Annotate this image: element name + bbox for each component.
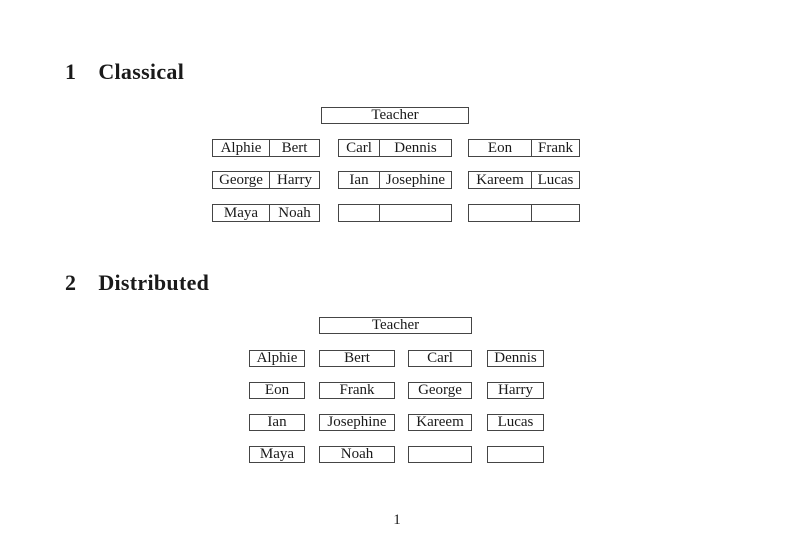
seat-box: Harry — [487, 382, 544, 399]
teacher-label: Teacher — [371, 107, 419, 123]
desk-box: Eon Frank — [468, 139, 580, 157]
seat-cell: Maya — [213, 205, 270, 221]
seat-box: Noah — [319, 446, 395, 463]
seat-cell: Noah — [278, 205, 311, 221]
seat-cell: Alphie — [213, 140, 270, 156]
seat-cell: Kareem — [469, 172, 532, 188]
seat-cell — [339, 205, 380, 221]
section-heading-classical: 1 Classical — [65, 59, 184, 85]
desk-box — [338, 204, 452, 222]
seat-cell: Frank — [538, 140, 573, 156]
seat-cell: Carl — [339, 140, 380, 156]
seat-cell: Dennis — [394, 140, 437, 156]
seat-cell: George — [213, 172, 270, 188]
seat-cell: Bert — [281, 140, 308, 156]
seat-cell — [380, 205, 451, 221]
page-number: 1 — [393, 512, 401, 528]
seat-box: Carl — [408, 350, 472, 367]
seat-box: Maya — [249, 446, 305, 463]
seat-box: Josephine — [319, 414, 395, 431]
seat-box — [487, 446, 544, 463]
seat-cell: Harry — [277, 172, 312, 188]
desk-box — [468, 204, 580, 222]
seat-cell: Ian — [339, 172, 380, 188]
desk-box: Maya Noah — [212, 204, 320, 222]
seat-box: Kareem — [408, 414, 472, 431]
desk-box: Alphie Bert — [212, 139, 320, 157]
seat-box: Ian — [249, 414, 305, 431]
seat-cell: Eon — [469, 140, 532, 156]
teacher-box: Teacher — [321, 107, 469, 124]
section-heading-distributed: 2 Distributed — [65, 270, 209, 296]
seat-box — [408, 446, 472, 463]
desk-box: Ian Josephine — [338, 171, 452, 189]
seat-box: George — [408, 382, 472, 399]
desk-box: Carl Dennis — [338, 139, 452, 157]
desk-box: Kareem Lucas — [468, 171, 580, 189]
seat-box: Frank — [319, 382, 395, 399]
section-number: 1 — [65, 59, 77, 84]
teacher-label: Teacher — [371, 317, 420, 333]
seat-box: Bert — [319, 350, 395, 367]
section-title: Classical — [98, 59, 185, 84]
seat-box: Alphie — [249, 350, 305, 367]
seat-box: Eon — [249, 382, 305, 399]
seat-cell — [532, 205, 579, 221]
seat-box: Lucas — [487, 414, 544, 431]
seat-box: Dennis — [487, 350, 544, 367]
seat-cell — [469, 205, 532, 221]
desk-box: George Harry — [212, 171, 320, 189]
seat-cell: Lucas — [537, 172, 574, 188]
seat-cell: Josephine — [385, 172, 446, 188]
section-number: 2 — [65, 270, 77, 295]
section-title: Distributed — [98, 270, 210, 295]
teacher-box: Teacher — [319, 317, 472, 334]
